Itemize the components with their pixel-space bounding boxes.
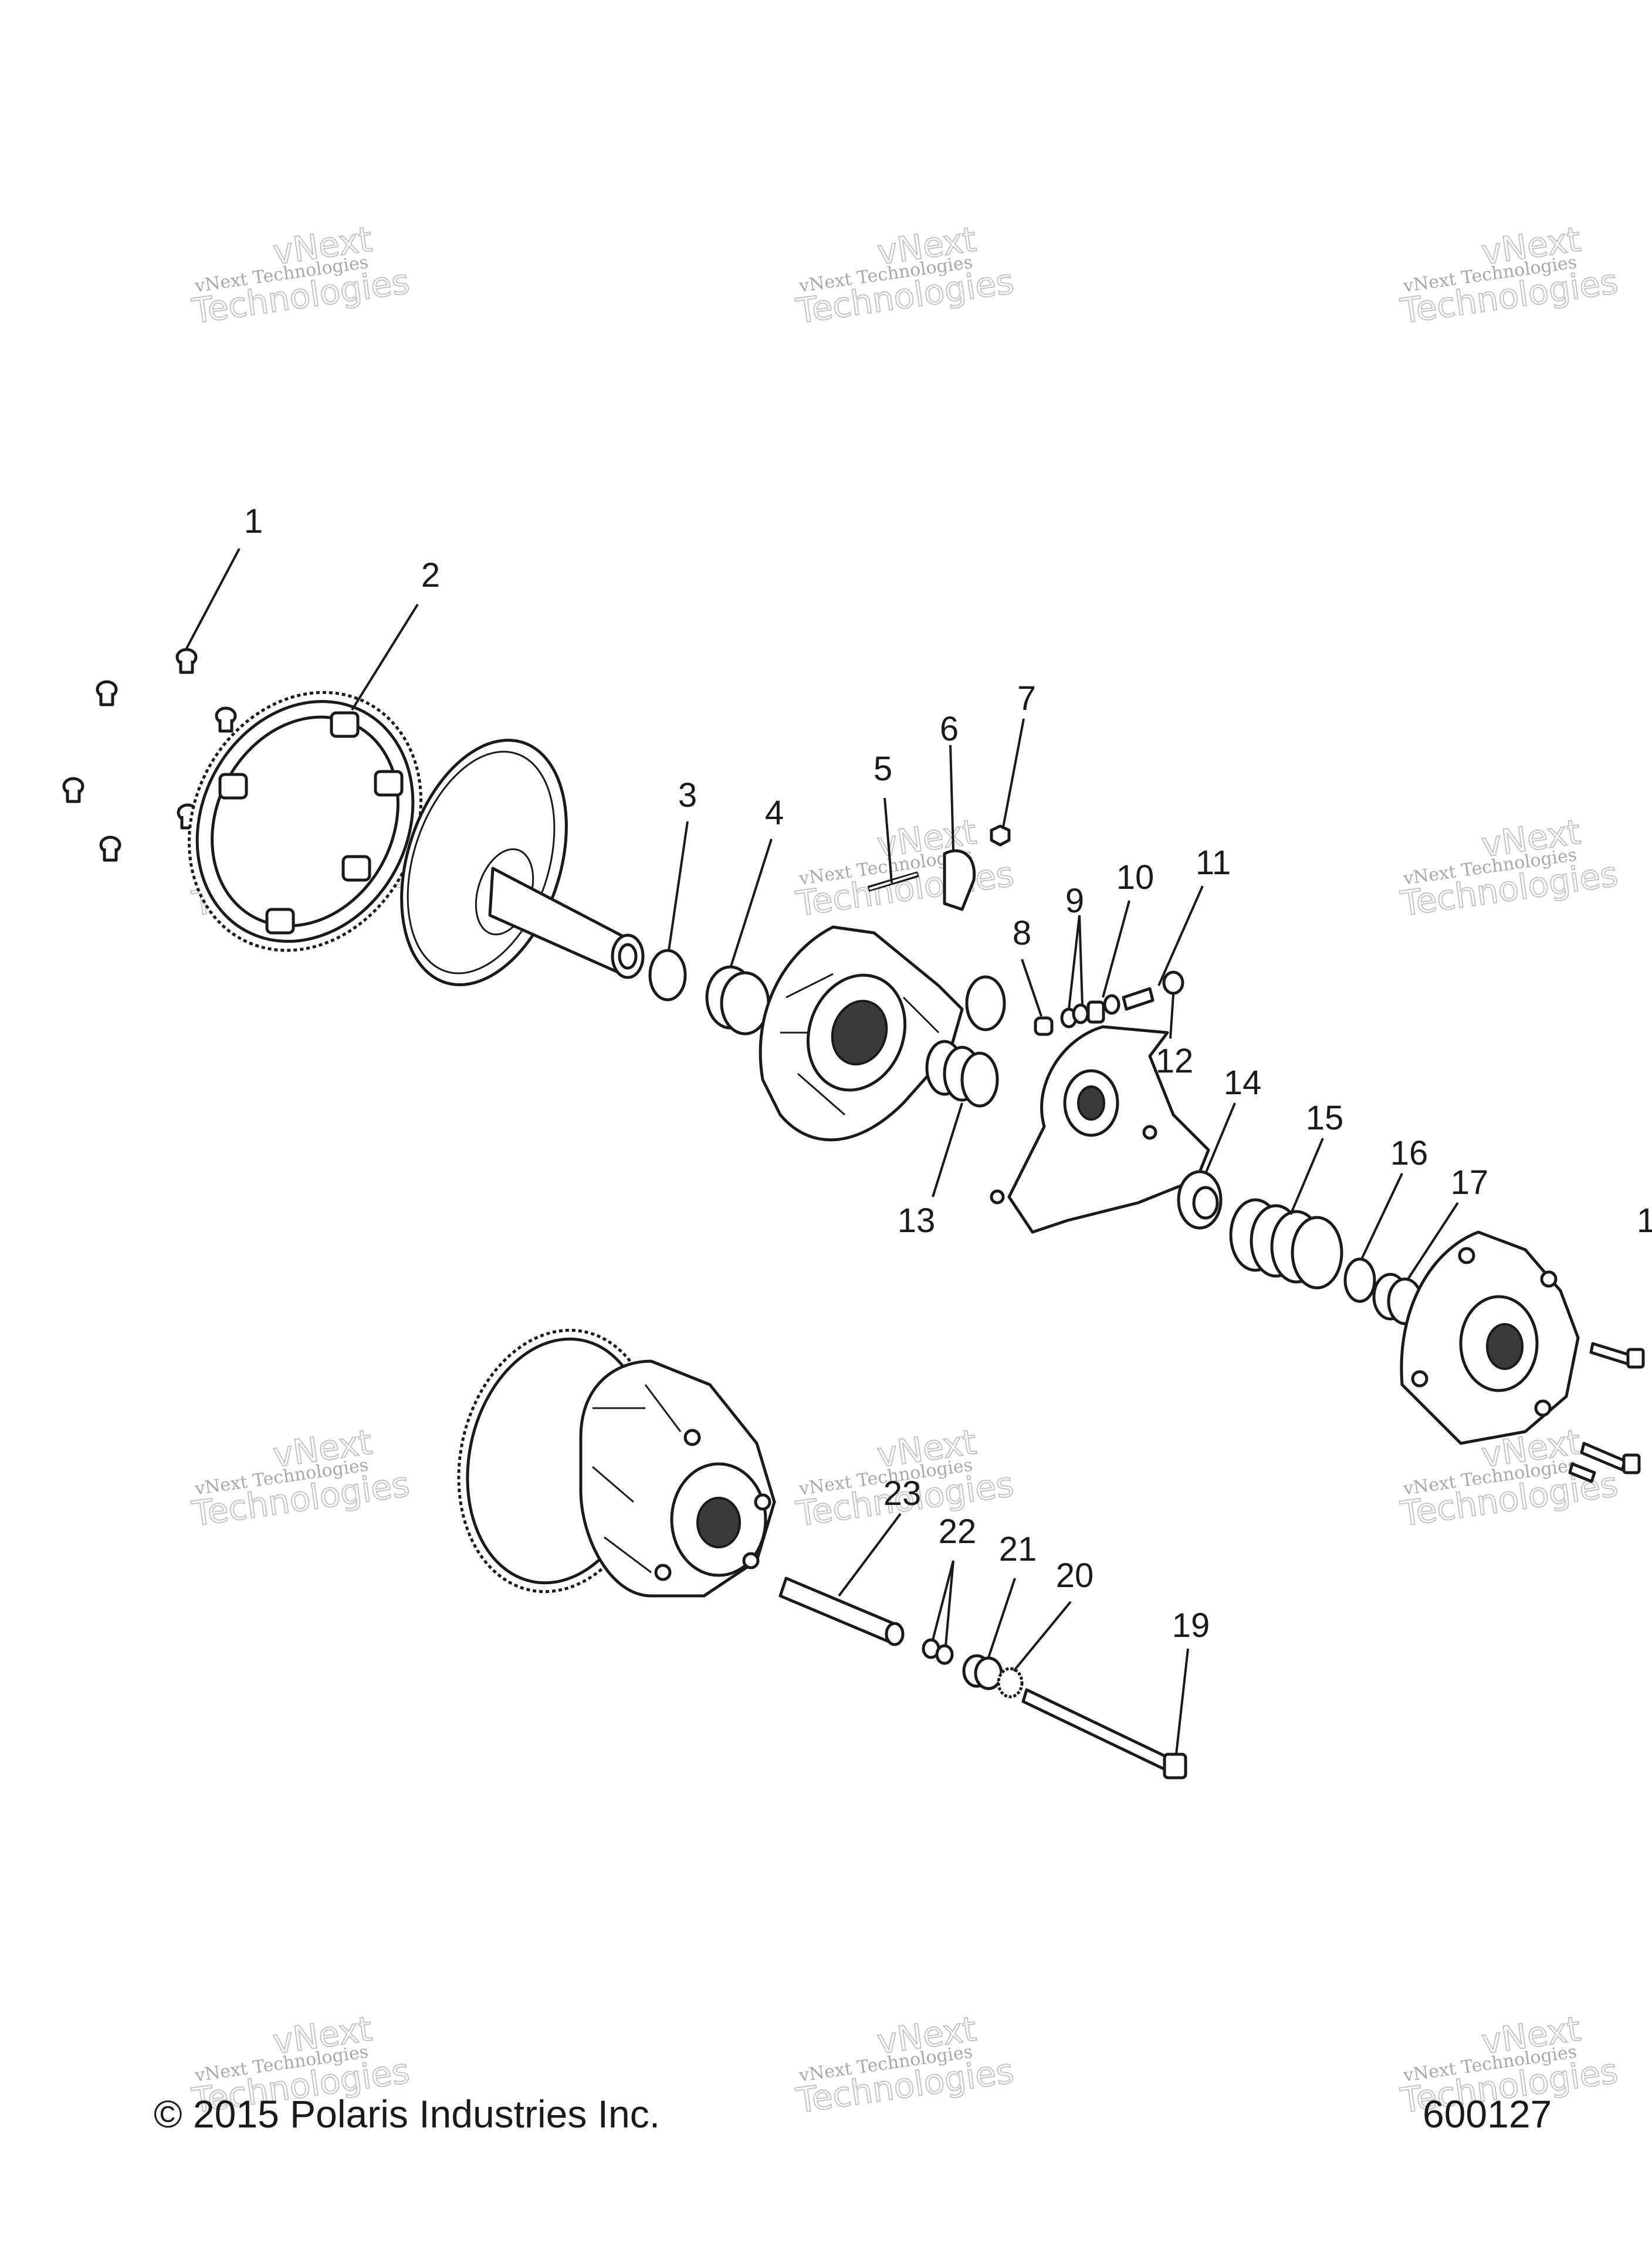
callout-6: 6 <box>940 710 959 748</box>
callout-5: 5 <box>874 750 892 788</box>
callout-2: 2 <box>421 556 440 594</box>
part-small-hardware <box>1034 970 1184 1036</box>
callout-labels: 1 2 3 4 5 6 7 8 9 10 11 12 13 14 15 16 1… <box>244 502 1652 1645</box>
callout-21: 21 <box>999 1530 1037 1568</box>
part-weight-6 <box>943 849 976 911</box>
part-assembled-clutch <box>457 1328 776 1598</box>
part-moveable-sheave <box>759 925 1006 1142</box>
callout-18-clipped: 1 <box>1637 1202 1652 1240</box>
part-pin-5 <box>867 871 919 892</box>
part-spider <box>990 1025 1210 1234</box>
callout-9: 9 <box>1065 882 1084 920</box>
callout-14: 14 <box>1224 1064 1262 1102</box>
callout-12: 12 <box>1156 1042 1194 1080</box>
part-cover <box>1400 1230 1580 1445</box>
part-ring-3 <box>648 949 687 1002</box>
part-tube-23 <box>778 1577 905 1646</box>
leader-lines <box>185 548 1459 1755</box>
part-bushing-4 <box>705 965 770 1036</box>
part-cover-bolts <box>1568 1342 1645 1483</box>
callout-10: 10 <box>1116 858 1155 897</box>
part-bolt-19 <box>1021 1688 1187 1780</box>
part-nut-7 <box>990 824 1011 847</box>
callout-4: 4 <box>765 794 784 832</box>
part-snap-ring-16 <box>1343 1257 1376 1303</box>
part-spacer-21 <box>962 1654 1003 1690</box>
callout-1: 1 <box>244 502 263 540</box>
part-washers-22 <box>922 1638 954 1665</box>
figure-number: 600127 <box>1423 2092 1552 2136</box>
part-screws <box>62 648 237 862</box>
callout-23: 23 <box>883 1474 922 1513</box>
callout-16: 16 <box>1390 1134 1428 1172</box>
callout-20: 20 <box>1056 1557 1094 1595</box>
callout-19: 19 <box>1172 1606 1210 1645</box>
callout-3: 3 <box>678 776 697 814</box>
part-button-14 <box>1177 1170 1223 1230</box>
callout-15: 15 <box>1306 1099 1344 1137</box>
callout-8: 8 <box>1013 914 1031 952</box>
callout-17: 17 <box>1451 1163 1489 1202</box>
part-ring-gear <box>187 691 423 952</box>
copyright-text: © 2015 Polaris Industries Inc. <box>154 2092 661 2136</box>
callout-13: 13 <box>898 1202 936 1240</box>
part-rings-13 <box>925 1040 999 1108</box>
part-washer-20 <box>997 1667 1024 1699</box>
part-spring-15 <box>1229 1198 1343 1290</box>
part-fixed-sheave <box>400 739 645 986</box>
callout-11: 11 <box>1196 844 1231 882</box>
callout-7: 7 <box>1017 679 1036 718</box>
callout-22: 22 <box>939 1513 977 1551</box>
